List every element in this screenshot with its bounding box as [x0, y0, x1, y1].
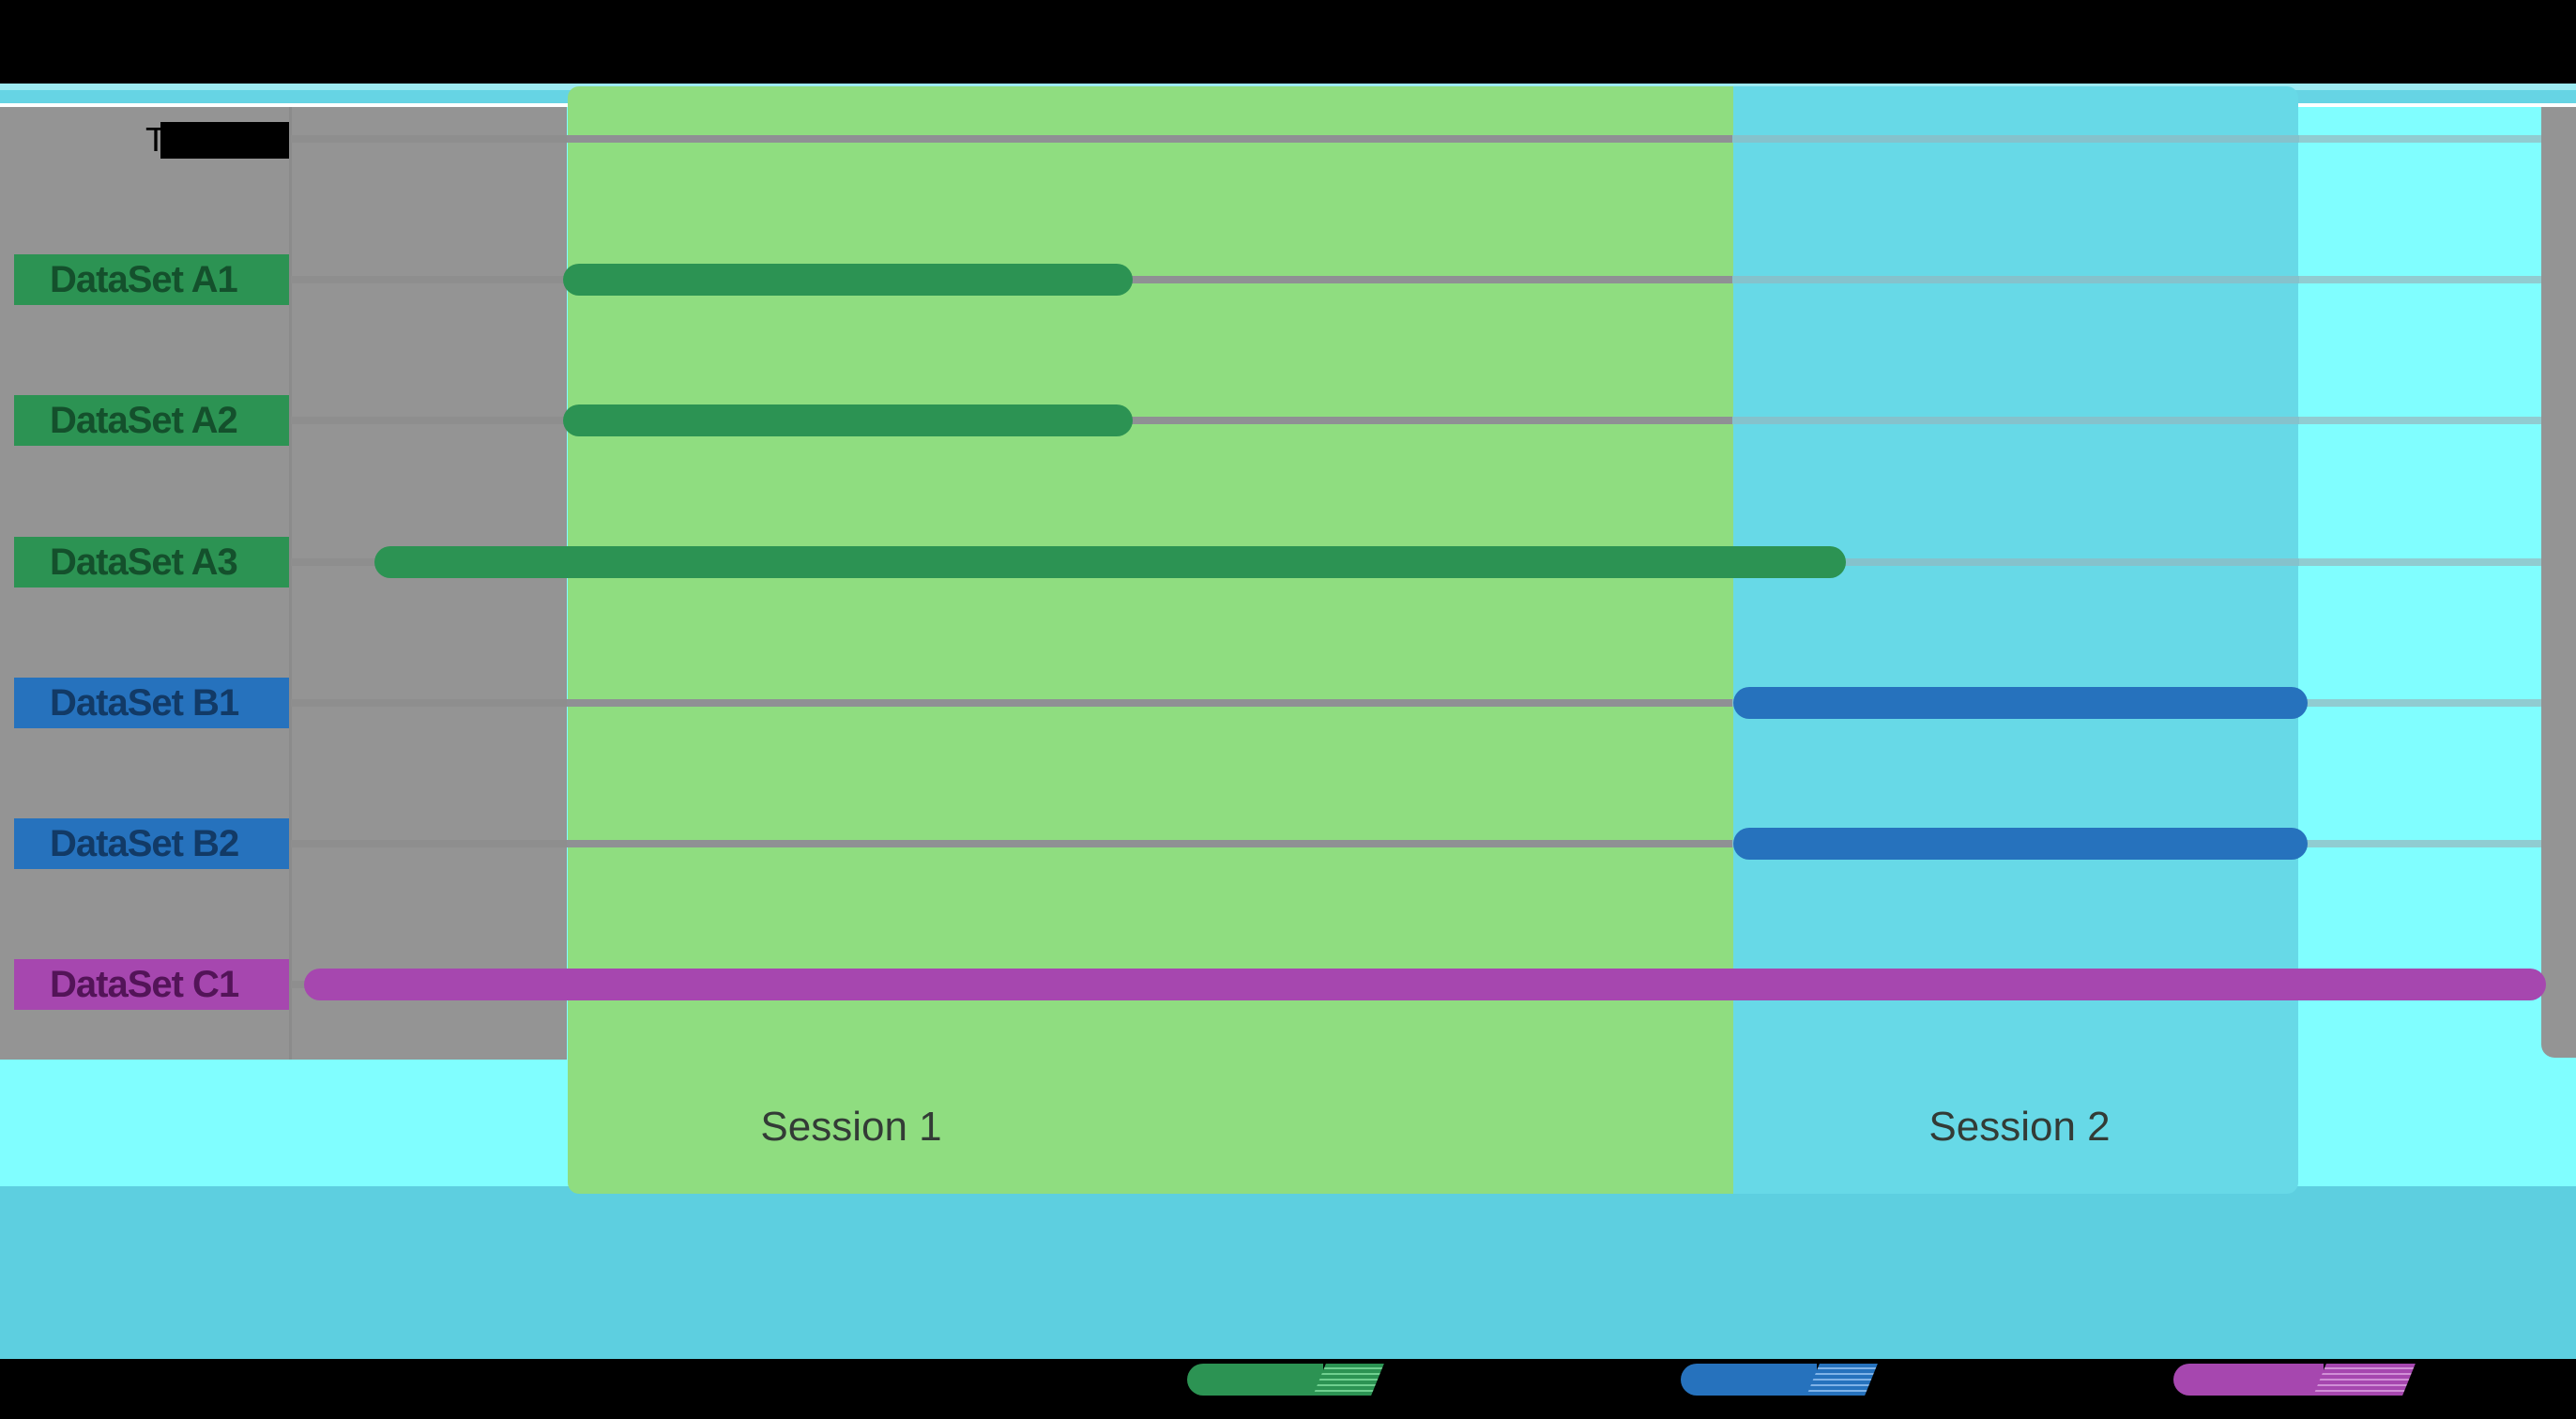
gridline — [291, 698, 2541, 707]
row-label-dataset-b1[interactable]: DataSet B1 — [14, 677, 289, 728]
gridline — [291, 135, 2541, 143]
gridline — [291, 840, 2541, 847]
row-label-dataset-c1[interactable]: DataSet C1 — [14, 959, 289, 1011]
session-2-panel — [1733, 86, 2298, 1194]
legend-group-c-swatch[interactable] — [2173, 1364, 2416, 1396]
bottom-cyan-band — [0, 1186, 2576, 1359]
task-bar-dataset-c1[interactable] — [304, 969, 2546, 1001]
task-bar-dataset-a1[interactable] — [563, 264, 1133, 297]
label-column-border — [289, 107, 292, 1060]
row-label-dataset-a3[interactable]: DataSet A3 — [14, 536, 289, 587]
legend-group-b-swatch-tail — [1806, 1364, 1878, 1396]
legend-group-a-swatch-pill — [1187, 1364, 1323, 1396]
task-bar-dataset-a2[interactable] — [563, 404, 1133, 437]
row-label-dataset-a1[interactable]: DataSet A1 — [14, 254, 289, 306]
session-2-label: Session 2 — [1928, 1104, 2111, 1150]
legend-group-c-swatch-tail — [2313, 1364, 2416, 1396]
legend-group-a-swatch[interactable] — [1187, 1364, 1384, 1396]
legend-group-c-swatch-pill — [2173, 1364, 2324, 1396]
task-bar-dataset-b2[interactable] — [1733, 828, 2308, 860]
legend-group-b-swatch[interactable] — [1681, 1364, 1878, 1396]
task-bar-dataset-a3[interactable] — [373, 545, 1846, 578]
session-1-label: Session 1 — [760, 1104, 942, 1150]
row-label-dataset-a2[interactable]: DataSet A2 — [14, 395, 289, 447]
gridline — [291, 417, 2541, 425]
task-title-black-overlay — [160, 122, 289, 159]
legend-group-b-swatch-pill — [1681, 1364, 1817, 1396]
session-1-panel — [567, 86, 1734, 1194]
right-gray-strip — [2541, 107, 2576, 1058]
row-label-dataset-b2[interactable]: DataSet B2 — [14, 818, 289, 869]
gridline — [291, 276, 2541, 284]
legend-group-a-swatch-tail — [1313, 1364, 1384, 1396]
task-bar-dataset-b1[interactable] — [1733, 686, 2308, 719]
